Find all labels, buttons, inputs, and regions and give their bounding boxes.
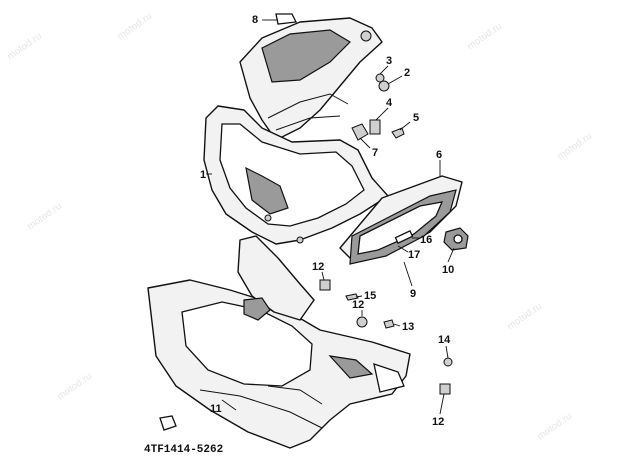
callout-8: 8 xyxy=(252,14,258,26)
callout-17: 17 xyxy=(408,249,420,261)
watermark-text: motod.ru xyxy=(505,301,544,333)
diagram-code: 4TF1414-5262 xyxy=(144,444,223,456)
side-cover xyxy=(339,175,463,265)
watermark-text: motod.ru xyxy=(5,31,44,63)
watermark-text: motod.ru xyxy=(535,411,574,443)
part-15-screw xyxy=(345,293,359,301)
callout-12: 12 xyxy=(432,416,444,428)
leader-lines xyxy=(206,19,455,415)
part-10-knob xyxy=(443,227,469,251)
callout-3: 3 xyxy=(386,55,392,67)
part-8-tag xyxy=(275,13,297,25)
callout-1: 1 xyxy=(200,169,206,181)
callout-16: 16 xyxy=(420,234,432,246)
part-2-nut xyxy=(378,80,390,92)
part-icon-tag xyxy=(159,415,177,431)
part-5-bolt xyxy=(391,127,405,139)
callout-14: 14 xyxy=(438,334,451,346)
watermark-text: motod.ru xyxy=(555,131,594,163)
watermark-text: motod.ru xyxy=(55,371,94,403)
watermark-text: motod.ru xyxy=(25,201,64,233)
hardware xyxy=(159,73,453,431)
callout-12: 12 xyxy=(352,299,364,311)
part-14-screw xyxy=(443,357,453,367)
leg-shield-upper xyxy=(203,17,389,245)
callout-labels: 8 3 2 4 5 6 7 1 16 17 10 9 12 15 12 13 1… xyxy=(200,14,454,428)
part-13-bolt xyxy=(383,319,395,329)
leg-shield-lower xyxy=(147,235,411,449)
part-12-grommet xyxy=(319,279,331,291)
callout-5: 5 xyxy=(413,112,419,124)
callout-4: 4 xyxy=(386,97,393,109)
part-12-nut xyxy=(356,316,368,328)
callout-15: 15 xyxy=(364,290,376,302)
part-4-clip xyxy=(369,119,381,135)
watermark-text: motod.ru xyxy=(115,11,154,43)
callout-7: 7 xyxy=(372,147,378,159)
part-7-bracket xyxy=(351,123,369,141)
watermark-text: motod.ru xyxy=(465,21,504,53)
callout-11: 11 xyxy=(210,403,222,415)
callout-10: 10 xyxy=(442,264,454,276)
callout-6: 6 xyxy=(436,149,442,161)
part-12-clip xyxy=(439,383,451,395)
callout-2: 2 xyxy=(404,67,410,79)
callout-9: 9 xyxy=(410,288,416,300)
callout-13: 13 xyxy=(402,321,414,333)
callout-12: 12 xyxy=(312,261,324,273)
